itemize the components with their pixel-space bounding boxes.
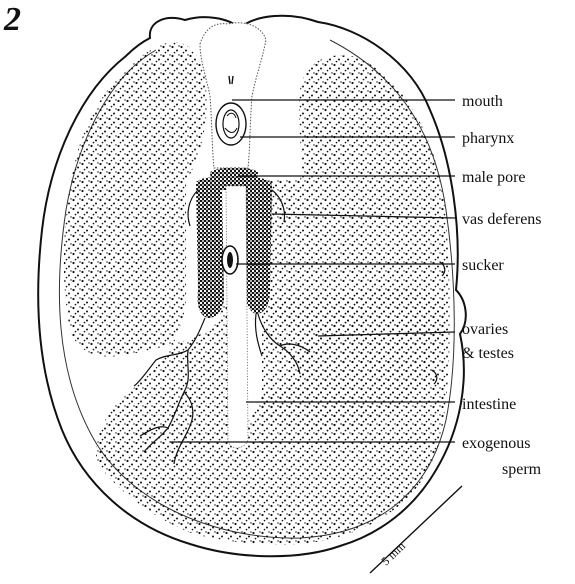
label-sperm: sperm bbox=[502, 461, 542, 478]
label-vas-deferens: vas deferens bbox=[462, 211, 542, 228]
label-exogenous: exogenous bbox=[462, 435, 530, 452]
pharynx bbox=[216, 103, 246, 145]
label-male-pore: male pore bbox=[462, 169, 526, 186]
intestine bbox=[226, 186, 248, 448]
label-ovaries: ovaries bbox=[462, 321, 508, 338]
label-mouth: mouth bbox=[462, 93, 503, 110]
label-intestine: intestine bbox=[462, 396, 516, 413]
label-testes: & testes bbox=[462, 345, 514, 362]
sucker bbox=[222, 246, 238, 274]
panel-number: 2 bbox=[3, 1, 21, 38]
label-sucker: sucker bbox=[462, 257, 504, 274]
scale-bar-label: 5 mm bbox=[378, 538, 408, 568]
label-pharynx: pharynx bbox=[462, 130, 514, 147]
